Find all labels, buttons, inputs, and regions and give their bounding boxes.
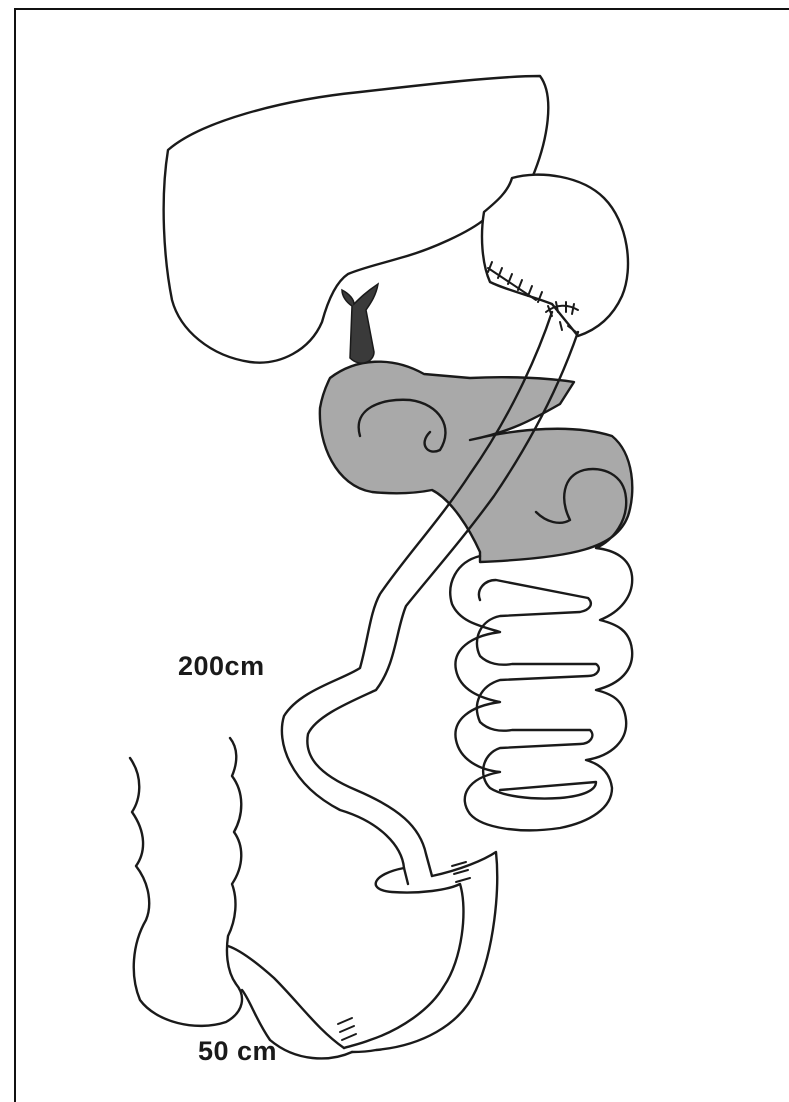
ascending-colon [130,738,242,1026]
common-channel-outer [344,868,463,1048]
bypassed-duodenum-shape [320,362,632,562]
gastric-pouch [482,175,628,336]
ileocolic-anastomosis [338,1018,356,1040]
ileocecal-length-label: 50 cm [198,1036,277,1067]
common-channel-inner [352,852,497,1052]
bile-duct [342,284,378,363]
common-channel-length-label: 200cm [178,651,265,682]
small-bowel-loops-inner [477,580,599,799]
